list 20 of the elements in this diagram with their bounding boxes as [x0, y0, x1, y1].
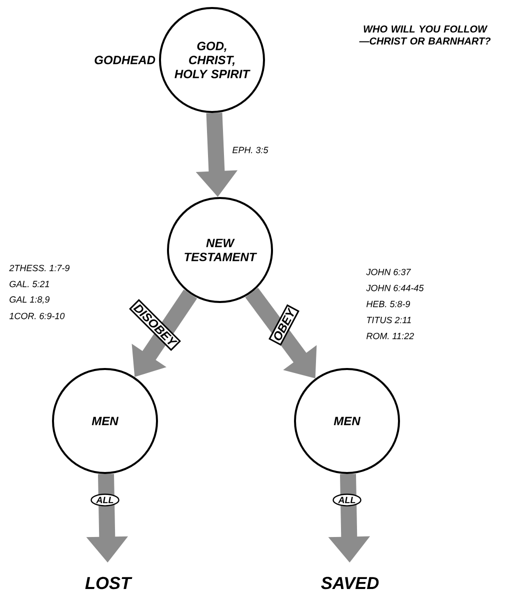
scripture-reference: JOHN 6:37: [366, 268, 411, 276]
circle-node: NEW TESTAMENT: [167, 197, 273, 303]
scripture-reference: 2THESS. 1:7-9: [9, 264, 70, 272]
scripture-reference: GAL. 5:21: [10, 280, 49, 288]
title: WHO WILL YOU FOLLOW —CHRIST OR BARNHART?: [359, 25, 491, 45]
outcome-text: LOST: [85, 576, 132, 590]
edge-label: ALL: [90, 494, 120, 506]
circle-node: GOD, CHRIST, HOLY SPIRIT: [159, 7, 265, 113]
scripture-reference: HEB. 5:8-9: [366, 300, 410, 308]
edge-label: EPH. 3:5: [232, 146, 268, 154]
scripture-reference: JOHN 6:44-45: [366, 284, 424, 292]
scripture-reference: GAL 1:8,9: [10, 296, 50, 304]
circle-node: MEN: [294, 368, 400, 474]
scripture-reference: ROM. 11:22: [366, 332, 414, 340]
scripture-reference: 1COR. 6:9-10: [9, 312, 65, 320]
scripture-reference: TITUS 2:11: [367, 316, 411, 324]
circle-node: MEN: [52, 368, 158, 474]
side-label: GODHEAD: [94, 56, 156, 64]
edge-label: ALL: [332, 494, 362, 506]
outcome-text: SAVED: [321, 576, 379, 590]
